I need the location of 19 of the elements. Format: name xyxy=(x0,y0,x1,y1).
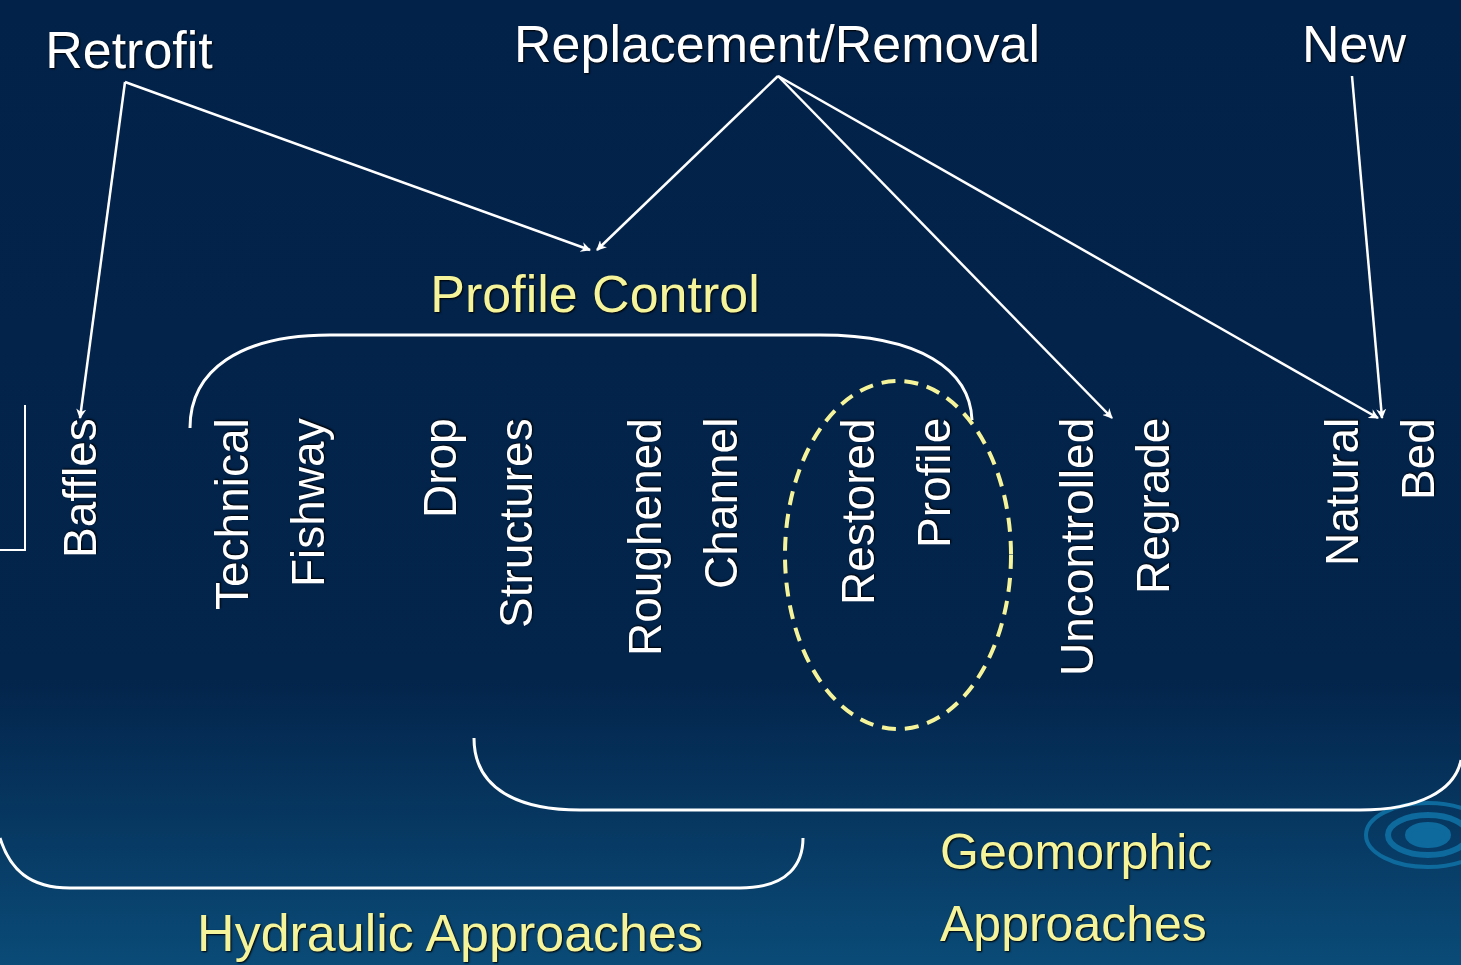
arrow xyxy=(777,75,1113,419)
arrow xyxy=(124,80,591,252)
rotated-label: Restored Profile xyxy=(831,418,961,607)
arrow xyxy=(76,81,127,419)
rotated-label: Roughened Channel xyxy=(618,418,748,658)
heading-label: Replacement/Removal xyxy=(462,12,1092,76)
heading-label: Geomorphic Approaches xyxy=(940,820,1300,960)
heading-label: Hydraulic Approaches xyxy=(140,900,760,965)
rotated-label: Drop Structures xyxy=(413,418,543,630)
heading-label: New xyxy=(1284,12,1424,76)
arrow xyxy=(596,75,779,251)
arrow xyxy=(777,74,1379,420)
rotated-label: Natural Bed xyxy=(1315,418,1445,569)
rotated-label: Technical Fishway xyxy=(205,418,335,612)
rotated-label: Baffles xyxy=(53,418,107,560)
arrow xyxy=(1350,75,1387,419)
heading-label: Profile Control xyxy=(390,250,800,326)
heading-label: Retrofit xyxy=(14,18,244,82)
rotated-label: Uncontrolled Regrade xyxy=(1050,418,1180,679)
